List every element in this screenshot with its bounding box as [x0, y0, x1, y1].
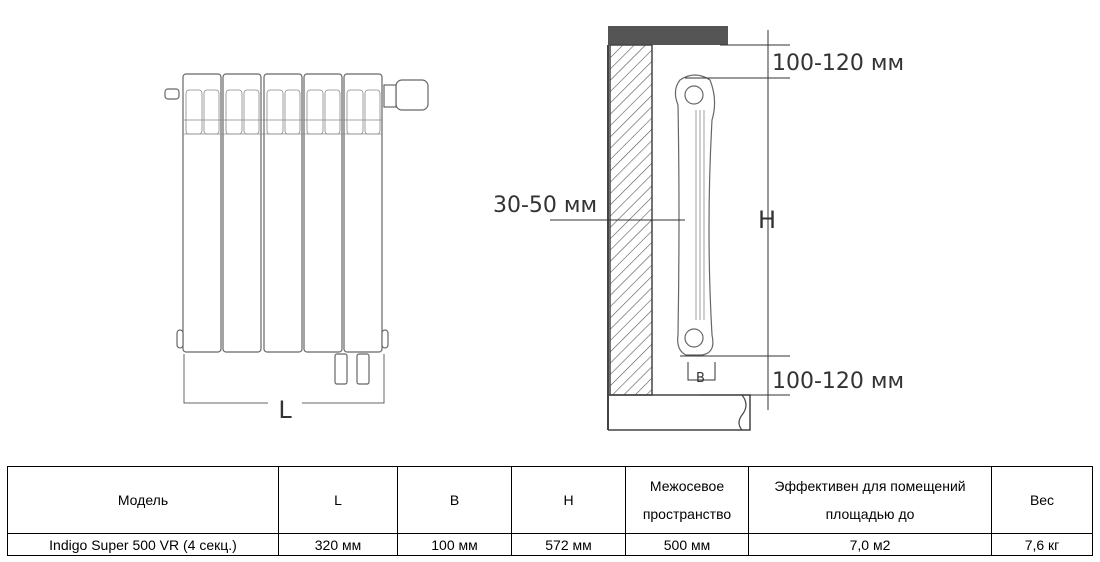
- thermostat-head-icon: [395, 79, 429, 111]
- air-vent-icon: [164, 88, 180, 100]
- header-area: Эффективен для помещений площадью до: [748, 466, 992, 534]
- cell-h: 572 мм: [511, 533, 626, 556]
- cell-center-distance: 500 мм: [625, 533, 749, 556]
- cell-model: Indigo Super 500 VR (4 секц.): [7, 533, 279, 556]
- wall-gap-label: 30-50 мм: [493, 193, 597, 218]
- radiator-side-view: [674, 74, 716, 356]
- dimension-lines: [550, 30, 790, 410]
- top-gap-label: 100-120 мм: [772, 51, 904, 76]
- table-header-row: Модель L B H Межосевое пространство Эффе…: [7, 466, 1093, 534]
- cell-area: 7,0 м2: [748, 533, 992, 556]
- radiator-front-view: [164, 73, 429, 385]
- depth-label: B: [696, 371, 705, 386]
- cell-l: 320 мм: [278, 533, 398, 556]
- specs-table: Модель L B H Межосевое пространство Эффе…: [7, 466, 1093, 556]
- header-weight: Вес: [991, 466, 1093, 534]
- height-label: H: [758, 206, 776, 234]
- header-l: L: [278, 466, 398, 534]
- header-model: Модель: [7, 466, 279, 534]
- width-label: L: [278, 396, 292, 424]
- cell-weight: 7,6 кг: [991, 533, 1093, 556]
- radiator-installation-diagram: L 100-120 мм H 100-120 мм 30-50 мм B: [164, 26, 904, 431]
- cell-b: 100 мм: [397, 533, 512, 556]
- header-center-distance: Межосевое пространство: [625, 466, 749, 534]
- header-b: B: [397, 466, 512, 534]
- bottom-gap-label: 100-120 мм: [772, 369, 904, 394]
- header-h: H: [511, 466, 626, 534]
- table-row: Indigo Super 500 VR (4 секц.) 320 мм 100…: [7, 533, 1093, 556]
